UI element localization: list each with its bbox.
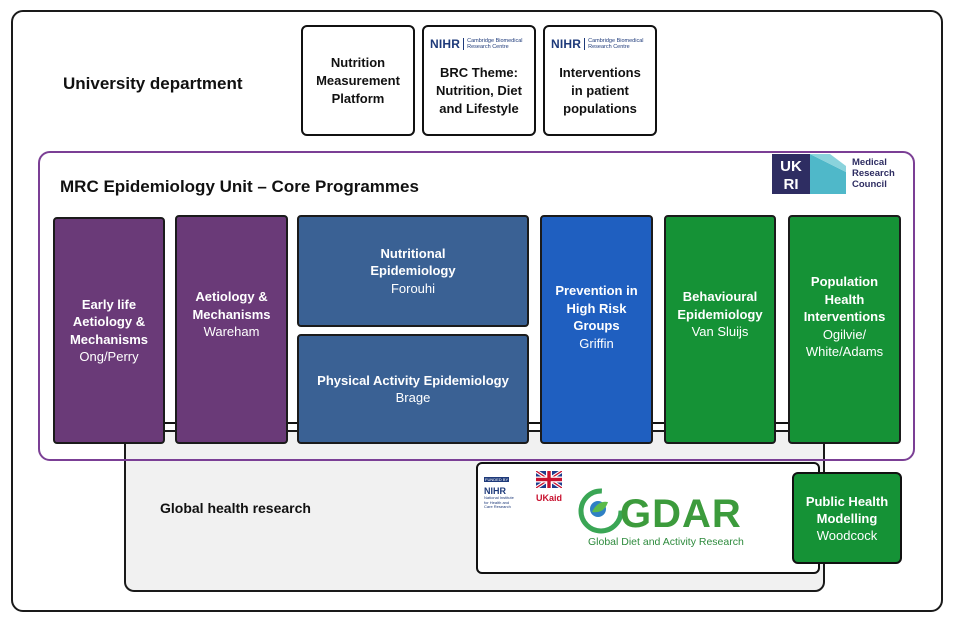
nutritional-name-1: Nutritional <box>380 245 446 261</box>
nihr-sub-line-2: Research Centre <box>467 44 509 50</box>
nihr-logo-text: NIHR <box>430 37 461 51</box>
mrc-title: MRC Epidemiology Unit – Core Programmes <box>60 177 419 196</box>
behavioural-lead: Van Sluijs <box>691 324 749 340</box>
nihr-small-line-1: National Institute <box>484 495 514 500</box>
nihr-sub-line-1: Cambridge Biomedical <box>467 38 523 44</box>
nihr2-sub-line-1: Cambridge Biomedical <box>588 38 644 44</box>
int-line-2: in patient <box>571 82 629 98</box>
prevention-name-3: Groups <box>573 318 620 333</box>
svg-text:RI: RI <box>784 176 799 193</box>
population-name-3: Interventions <box>803 309 886 325</box>
nutritional-name-2: Epidemiology <box>370 263 456 279</box>
nihr-small-line-2: for Health and <box>484 499 510 505</box>
programme-prevention: Prevention in High Risk Groups Griffin <box>540 215 653 444</box>
gdar-wordmark: GDAR <box>620 492 742 536</box>
mrc-logo-text: Medical Research Council <box>852 157 895 190</box>
brc-line-2: Nutrition, Diet <box>436 82 522 98</box>
mrc-logo-line-2: Research <box>852 168 895 179</box>
ukri-mark-icon: UK RI <box>772 154 846 194</box>
physical-activity-name: Physical Activity Epidemiology <box>317 372 509 388</box>
programme-aetiology: Aetiology & Mechanisms Wareham <box>175 215 288 444</box>
mrc-core-programmes-container <box>38 151 915 461</box>
phm-name-2: Modelling <box>816 510 878 526</box>
mrc-logo-line-3: Council <box>852 179 887 190</box>
nmp-line-1: Nutrition <box>330 54 386 70</box>
gdar-box: FUNDED BY NIHR National Institute for He… <box>476 462 820 574</box>
early-life-lead: Ong/Perry <box>79 349 139 364</box>
mrc-logo-line-1: Medical <box>852 157 887 168</box>
population-lead-1: Ogilvie/ <box>822 326 867 342</box>
programme-early-life: Early life Aetiology & Mechanisms Ong/Pe… <box>53 217 165 444</box>
prevention-name-1: Prevention in <box>555 283 638 298</box>
nihr-brc-logo: NIHR Cambridge Biomedical Research Centr… <box>430 35 522 53</box>
nihr2-sub-line-2: Research Centre <box>588 44 630 50</box>
population-name-1: Population <box>810 274 879 290</box>
int-line-3: populations <box>563 100 637 116</box>
population-name-2: Health <box>824 291 865 307</box>
programme-physical-activity: Physical Activity Epidemiology Brage <box>297 334 529 444</box>
ukaid-logo: UKaid <box>535 469 566 503</box>
nutritional-lead: Forouhi <box>390 280 436 296</box>
nihr-small-text: NIHR <box>484 486 506 496</box>
phm-name-1: Public Health <box>805 493 889 509</box>
brc-line-3: and Lifestyle <box>439 100 519 116</box>
prevention-name-2: High Risk <box>566 300 627 316</box>
behavioural-name-2: Epidemiology <box>677 306 763 322</box>
ukri-mrc-logo: UK RI Medical Research Council <box>772 154 902 194</box>
nmp-line-3: Platform <box>331 90 385 106</box>
interventions-box: NIHR Cambridge Biomedical Research Centr… <box>543 25 657 136</box>
programme-behavioural: Behavioural Epidemiology Van Sluijs <box>664 215 776 444</box>
nihr-small-sub: National Institute for Health and Care R… <box>484 495 536 510</box>
aetiology-name-1: Aetiology & <box>195 289 268 305</box>
early-life-name-3: Mechanisms <box>69 331 149 347</box>
global-health-title: Global health research <box>160 500 311 516</box>
funded-by-label: FUNDED BY <box>484 477 510 482</box>
public-health-modelling-box: Public Health Modelling Woodcock <box>792 472 902 564</box>
nihr-brc-logo-2: NIHR Cambridge Biomedical Research Centr… <box>551 35 643 53</box>
aetiology-lead: Wareham <box>203 324 260 340</box>
prevention-lead: Griffin <box>579 335 614 351</box>
phm-lead: Woodcock <box>816 527 878 543</box>
nutrition-measurement-platform-box: Nutrition Measurement Platform <box>301 25 415 136</box>
int-line-1: Interventions <box>559 64 641 80</box>
svg-text:UK: UK <box>780 158 802 175</box>
nihr-logo-sub: Cambridge Biomedical Research Centre <box>463 38 522 50</box>
programme-population-health: Population Health Interventions Ogilvie/… <box>788 215 901 444</box>
early-life-name-2: Aetiology & <box>72 314 146 329</box>
early-life-name-1: Early life <box>81 296 137 312</box>
nihr-small-line-3: Care Research <box>484 504 511 509</box>
gdar-subtitle: Global Diet and Activity Research <box>588 536 744 548</box>
university-department-title: University department <box>63 74 243 93</box>
population-lead-2: White/Adams <box>805 344 884 360</box>
programme-nutritional: Nutritional Epidemiology Forouhi <box>297 215 529 327</box>
aetiology-name-2: Mechanisms <box>192 306 271 322</box>
nihr-logo-text-2: NIHR <box>551 37 582 51</box>
brc-theme-box: NIHR Cambridge Biomedical Research Centr… <box>422 25 536 136</box>
nmp-line-2: Measurement <box>316 72 400 88</box>
brc-line-1: BRC Theme: <box>439 64 518 80</box>
gdar-globe-icon <box>578 488 624 534</box>
nihr-logo-sub-2: Cambridge Biomedical Research Centre <box>584 38 643 50</box>
behavioural-name-1: Behavioural <box>682 289 758 305</box>
physical-activity-lead: Brage <box>395 390 431 405</box>
union-flag-icon <box>535 469 563 490</box>
nihr-small-logo: FUNDED BY NIHR National Institute for He… <box>484 468 536 510</box>
ukaid-label: UKaid <box>536 493 563 503</box>
